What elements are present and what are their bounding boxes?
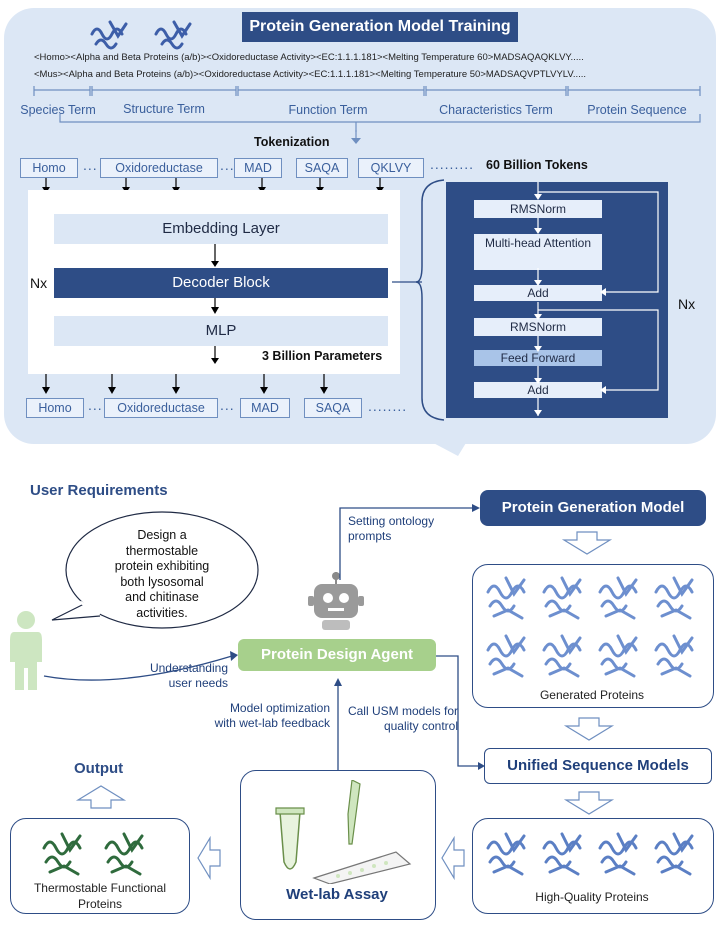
hollow-arrow-left-1: [197, 836, 221, 880]
token-ellipsis: ...: [88, 397, 103, 413]
generated-proteins-caption: Generated Proteins: [539, 688, 645, 702]
output-token-saqa: SAQA: [304, 398, 362, 418]
protein-generation-model[interactable]: Protein Generation Model: [480, 490, 706, 526]
input-token-oxidoreductase: Oxidoreductase: [100, 158, 218, 178]
token-ellipsis-long: .........: [430, 156, 475, 172]
output-protein-structures: [42, 832, 144, 876]
input-token-homo: Homo: [20, 158, 78, 178]
token-ellipsis: ...: [220, 157, 235, 173]
add-1: Add: [474, 285, 602, 301]
output-token-mad: MAD: [240, 398, 290, 418]
token-ellipsis-out: ........: [368, 398, 408, 414]
characteristics-term: Characteristics Term: [439, 103, 553, 117]
protein-sequence-term: Protein Sequence: [587, 103, 687, 117]
generated-protein-structures: [486, 576, 694, 678]
embedding-layer: Embedding Layer: [54, 214, 388, 244]
input-token-saqa: SAQA: [296, 158, 348, 178]
optimization-note: Model optimization with wet-lab feedback: [214, 701, 330, 730]
output-proteins-panel: [10, 818, 190, 914]
params-label: 3 Billion Parameters: [262, 349, 383, 363]
nx-label: Nx: [30, 275, 48, 291]
unified-sequence-models[interactable]: Unified Sequence Models: [484, 748, 712, 784]
hollow-arrow-down-2: [563, 717, 615, 741]
protein-design-agent[interactable]: Protein Design Agent: [238, 639, 436, 671]
agent-robot-icon: [308, 572, 364, 630]
tokenization-arrow: [351, 130, 361, 144]
high-quality-proteins-caption: High-Quality Proteins: [535, 890, 649, 904]
speech-bubble: [51, 511, 259, 629]
rmsnorm-2: RMSNorm: [474, 318, 602, 336]
hollow-arrow-down-3: [563, 791, 615, 815]
user-icon: [10, 611, 42, 690]
sequence-line-2: <Mus><Alpha and Beta Proteins (a/b)><Oxi…: [34, 69, 587, 80]
sequence-line-1: <Homo><Alpha and Beta Proteins (a/b)><Ox…: [34, 52, 584, 63]
token-ellipsis: ...: [220, 397, 235, 413]
hollow-arrow-down-1: [561, 531, 613, 555]
feed-forward: Feed Forward: [474, 350, 602, 366]
wet-lab-panel: [240, 770, 436, 920]
token-ellipsis: ...: [83, 157, 98, 173]
rmsnorm-1: RMSNorm: [474, 200, 602, 218]
protein-structure-icons: [90, 20, 192, 50]
call-usm-note: Call USM models for quality control: [347, 704, 458, 733]
wet-lab-label: Wet-lab Assay: [286, 886, 388, 903]
mlp-layer: MLP: [54, 316, 388, 346]
output-heading: Output: [74, 760, 124, 777]
setting-prompts-note: Setting ontology prompts: [348, 514, 435, 543]
hollow-arrow-left-2: [441, 836, 465, 880]
term-brackets: [33, 86, 701, 132]
hollow-arrow-up: [75, 785, 127, 809]
input-token-mad: MAD: [234, 158, 282, 178]
decoder-detail-arrows: [534, 182, 659, 416]
tokenization-label: Tokenization: [254, 135, 330, 149]
training-title: Protein Generation Model Training: [242, 12, 518, 42]
workflow-connectors: [43, 504, 485, 770]
wet-lab-equipment-icon: [275, 780, 412, 884]
output-arrows: [42, 374, 328, 394]
output-token-homo: Homo: [26, 398, 84, 418]
tokens-count: 60 Billion Tokens: [486, 158, 588, 172]
user-requirements-heading: User Requirements: [30, 482, 168, 499]
high-quality-protein-structures: [486, 832, 694, 876]
output-token-oxidoreductase: Oxidoreductase: [104, 398, 218, 418]
function-term: Function Term: [288, 103, 368, 117]
input-token-qklvy: QKLVY: [358, 158, 424, 178]
multi-head-attention: Multi-head Attention: [474, 234, 602, 270]
species-term: Species Term: [20, 103, 96, 117]
decoder-nx-label: Nx: [678, 296, 696, 312]
bubble-tail: [390, 420, 480, 456]
output-proteins-caption: Thermostable Functional Proteins: [33, 881, 167, 911]
model-arrows: [211, 244, 219, 364]
structure-term: Structure Term: [123, 102, 205, 116]
add-2: Add: [474, 382, 602, 398]
user-request-text: Design a thermostable protein exhibiting…: [114, 528, 210, 620]
decoder-block: Decoder Block: [54, 268, 388, 298]
expand-brace: [392, 179, 445, 421]
